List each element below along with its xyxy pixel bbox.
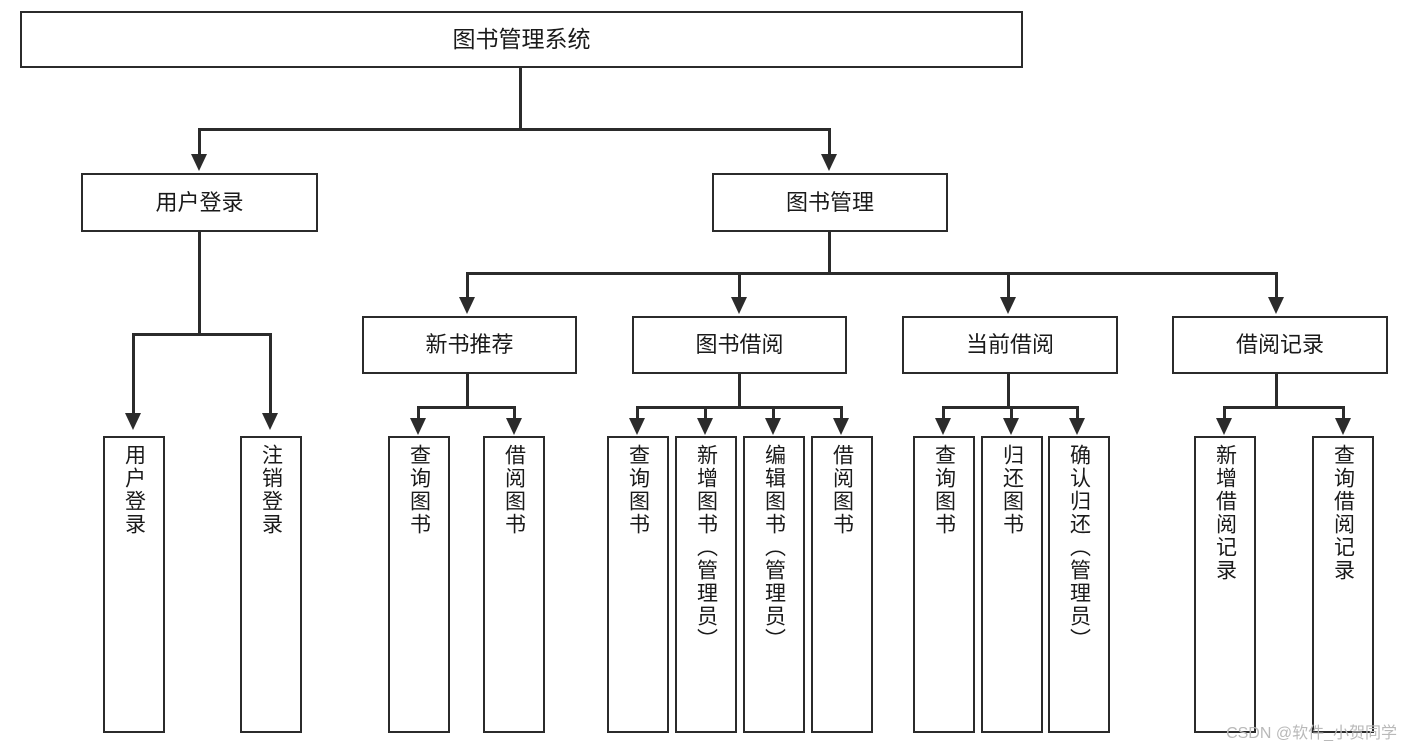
node-label: 新增借阅记录 xyxy=(1213,444,1237,582)
node-root-system[interactable]: 图书管理系统 xyxy=(20,11,1023,68)
leaf-borrow-record-1[interactable]: 查询借阅记录 xyxy=(1312,436,1374,733)
connector-book-borrow-bus xyxy=(636,406,843,409)
arrowhead-current-borrow-leaf-1 xyxy=(1003,418,1019,435)
node-label: 注销登录 xyxy=(259,444,283,536)
arrowhead-new-book-leaf-0 xyxy=(410,418,426,435)
node-label: 新增图书（管理员） xyxy=(694,444,718,651)
connector-book-borrow-drop-0 xyxy=(636,406,639,420)
connector-user-login-drop-0 xyxy=(132,333,135,415)
connector-book-borrow-drop-3 xyxy=(840,406,843,420)
leaf-book-borrow-2[interactable]: 编辑图书（管理员） xyxy=(743,436,805,733)
connector-user-login-stem xyxy=(198,232,201,335)
connector-current-borrow-drop-0 xyxy=(942,406,945,420)
connector-new-book-stem xyxy=(466,374,469,408)
node-label: 编辑图书（管理员） xyxy=(762,444,786,651)
arrowhead-book-borrow-leaf-2 xyxy=(765,418,781,435)
node-label: 借阅图书 xyxy=(830,444,854,536)
node-label: 借阅图书 xyxy=(502,444,526,536)
arrowhead-current-borrow-leaf-0 xyxy=(935,418,951,435)
leaf-user-login-1[interactable]: 注销登录 xyxy=(240,436,302,733)
leaf-borrow-record-0[interactable]: 新增借阅记录 xyxy=(1194,436,1256,733)
connector-borrow-record-bus xyxy=(1223,406,1345,409)
node-label: 当前借阅 xyxy=(965,332,1054,358)
arrowhead-book-borrow-leaf-0 xyxy=(629,418,645,435)
connector-book-manage-drop-3 xyxy=(1275,272,1278,299)
leaf-current-borrow-0[interactable]: 查询图书 xyxy=(913,436,975,733)
arrowhead-to-book-borrow xyxy=(731,297,747,314)
node-new-book-recommend[interactable]: 新书推荐 xyxy=(362,316,577,374)
connector-root-drop-right xyxy=(828,128,831,156)
node-label: 用户登录 xyxy=(155,189,244,215)
connector-book-manage-bus xyxy=(466,272,1278,275)
connector-new-book-drop-0 xyxy=(417,406,420,420)
node-label: 图书管理系统 xyxy=(452,26,591,53)
node-borrow-record[interactable]: 借阅记录 xyxy=(1172,316,1388,374)
connector-borrow-record-stem xyxy=(1275,374,1278,408)
node-label: 借阅记录 xyxy=(1235,332,1324,358)
arrowhead-to-book-manage xyxy=(821,154,837,171)
leaf-current-borrow-2[interactable]: 确认归还（管理员） xyxy=(1048,436,1110,733)
connector-book-borrow-drop-1 xyxy=(704,406,707,420)
connector-new-book-drop-1 xyxy=(513,406,516,420)
connector-borrow-record-drop-1 xyxy=(1342,406,1345,420)
arrowhead-to-borrow-record xyxy=(1268,297,1284,314)
connector-book-manage-drop-0 xyxy=(466,272,469,299)
arrowhead-borrow-record-leaf-1 xyxy=(1335,418,1351,435)
node-book-borrow[interactable]: 图书借阅 xyxy=(632,316,847,374)
arrowhead-current-borrow-leaf-2 xyxy=(1069,418,1085,435)
node-label: 确认归还（管理员） xyxy=(1067,444,1091,651)
leaf-book-borrow-1[interactable]: 新增图书（管理员） xyxy=(675,436,737,733)
arrowhead-book-borrow-leaf-3 xyxy=(833,418,849,435)
node-label: 归还图书 xyxy=(1000,444,1024,536)
connector-new-book-bus xyxy=(417,406,516,409)
connector-user-login-bus xyxy=(132,333,272,336)
connector-borrow-record-drop-0 xyxy=(1223,406,1226,420)
node-label: 图书管理 xyxy=(785,189,874,215)
leaf-current-borrow-1[interactable]: 归还图书 xyxy=(981,436,1043,733)
arrowhead-user-login-leaf-0 xyxy=(125,413,141,430)
connector-book-borrow-drop-2 xyxy=(772,406,775,420)
leaf-book-borrow-3[interactable]: 借阅图书 xyxy=(811,436,873,733)
node-label: 查询图书 xyxy=(932,444,956,536)
arrowhead-new-book-leaf-1 xyxy=(506,418,522,435)
leaf-new-book-0[interactable]: 查询图书 xyxy=(388,436,450,733)
connector-book-borrow-stem xyxy=(738,374,741,408)
arrowhead-borrow-record-leaf-0 xyxy=(1216,418,1232,435)
connector-book-manage-drop-1 xyxy=(738,272,741,299)
leaf-book-borrow-0[interactable]: 查询图书 xyxy=(607,436,669,733)
node-label: 查询图书 xyxy=(626,444,650,536)
arrowhead-to-new-book xyxy=(459,297,475,314)
connector-root-stem xyxy=(519,68,522,130)
node-label: 查询图书 xyxy=(407,444,431,536)
node-label: 新书推荐 xyxy=(425,332,514,358)
arrowhead-user-login-leaf-1 xyxy=(262,413,278,430)
connector-root-drop-left xyxy=(198,128,201,156)
arrowhead-book-borrow-leaf-1 xyxy=(697,418,713,435)
connector-current-borrow-drop-2 xyxy=(1076,406,1079,420)
node-book-management[interactable]: 图书管理 xyxy=(712,173,948,232)
connector-user-login-drop-1 xyxy=(269,333,272,415)
node-user-login[interactable]: 用户登录 xyxy=(81,173,318,232)
arrowhead-to-user-login xyxy=(191,154,207,171)
arrowhead-to-current-borrow xyxy=(1000,297,1016,314)
connector-current-borrow-stem xyxy=(1007,374,1010,408)
node-label: 查询借阅记录 xyxy=(1331,444,1355,582)
leaf-user-login-0[interactable]: 用户登录 xyxy=(103,436,165,733)
node-current-borrow[interactable]: 当前借阅 xyxy=(902,316,1118,374)
node-label: 用户登录 xyxy=(122,444,146,536)
connector-book-manage-drop-2 xyxy=(1007,272,1010,299)
connector-book-manage-stem xyxy=(828,232,831,274)
leaf-new-book-1[interactable]: 借阅图书 xyxy=(483,436,545,733)
connector-root-bus xyxy=(198,128,831,131)
connector-current-borrow-drop-1 xyxy=(1010,406,1013,420)
node-label: 图书借阅 xyxy=(695,332,784,358)
